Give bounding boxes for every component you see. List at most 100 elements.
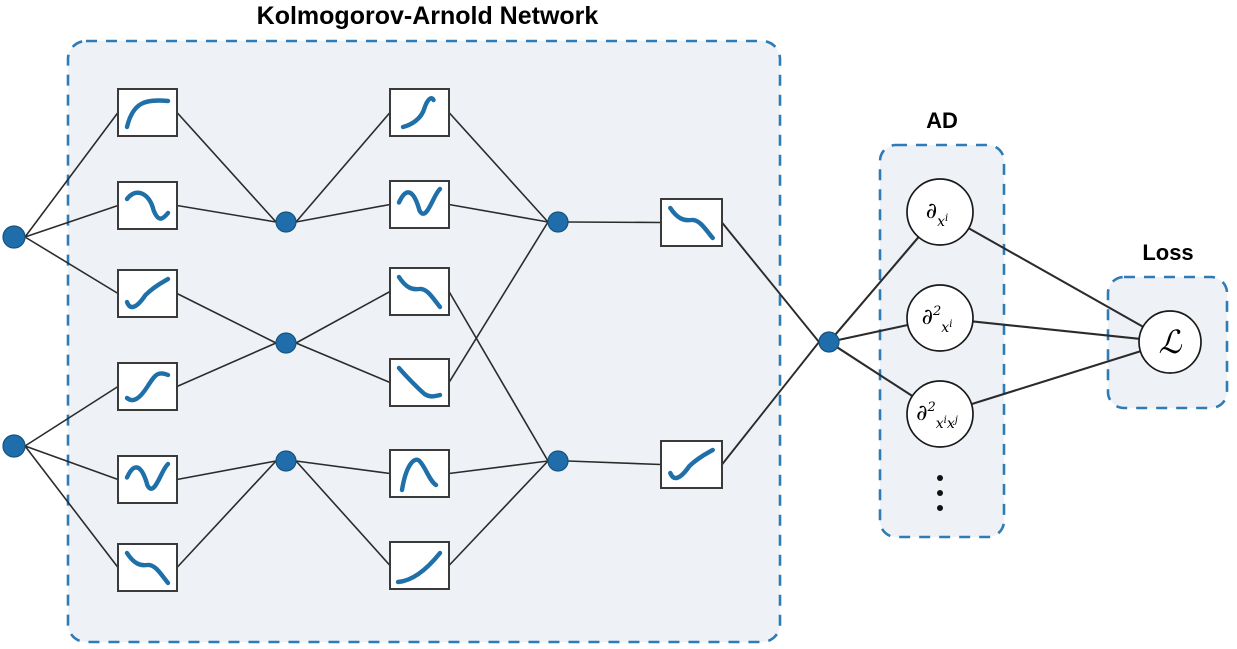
input-node-2[interactable] <box>2 434 26 458</box>
ad-vertical-ellipsis <box>937 475 943 511</box>
activation-box-c1-4 <box>117 362 178 411</box>
activation-curve-saturating-rise-icon <box>124 98 171 130</box>
edge-hidden2-to-output-activation-0 <box>567 221 662 224</box>
hidden2-node-1[interactable] <box>547 211 569 233</box>
activation-box-c1-2 <box>117 181 178 230</box>
activation-curve-wave-up-icon <box>124 461 171 491</box>
loss-node-circle[interactable] <box>1138 310 1202 374</box>
kan-panel-title: Kolmogorov-Arnold Network <box>256 2 599 30</box>
activation-box-c2-2 <box>389 180 450 229</box>
edge-input-to-activation-0 <box>24 112 119 238</box>
hidden1-node-3[interactable] <box>275 450 297 472</box>
ad-ellipsis-dot-0 <box>937 475 943 481</box>
activation-box-c1-2-frame <box>117 181 178 230</box>
ad-panel-title: AD <box>926 108 958 133</box>
activation-curve-wave-down-icon <box>396 274 443 310</box>
activation-box-c1-3 <box>117 269 178 318</box>
edge-activation-to-hidden2-5 <box>448 460 549 567</box>
edge-input-to-activation-1 <box>24 204 119 238</box>
edge-output-to-ad-0 <box>834 236 920 336</box>
kan-panel-box <box>66 39 782 644</box>
activation-box-c2-6 <box>389 541 450 590</box>
edge-activation-to-hidden1-3 <box>176 342 277 388</box>
activation-box-c2-3 <box>389 267 450 316</box>
activation-box-c3-1 <box>660 198 723 247</box>
activation-curve-convex-rise-icon <box>668 447 715 481</box>
edge-hidden1-to-activation-2 <box>295 290 391 344</box>
edge-output-to-ad-2 <box>836 346 913 397</box>
activation-box-c1-4-frame <box>117 362 178 411</box>
activation-box-c2-1-frame <box>389 88 450 137</box>
ad-node-first-derivative[interactable]: ∂xi <box>906 178 974 246</box>
ad-node-first-derivative-circle[interactable] <box>906 178 974 246</box>
activation-box-c1-1 <box>117 88 178 137</box>
activation-curve-convex-rise-icon <box>124 276 171 310</box>
edge-output-activation-to-output-1 <box>721 341 820 466</box>
ad-node-mixed-derivative-circle[interactable] <box>906 380 974 448</box>
ad-node-second-derivative[interactable]: ∂2xi <box>906 284 974 352</box>
activation-box-c2-5-frame <box>389 449 450 498</box>
edge-hidden1-to-activation-4 <box>295 460 391 475</box>
hidden1-node-1[interactable] <box>275 211 297 233</box>
edge-input-to-activation-2 <box>24 236 119 295</box>
edge-activation-to-hidden1-0 <box>176 111 277 223</box>
activation-curve-bump-icon <box>399 457 439 493</box>
edge-hidden1-to-activation-0 <box>295 111 391 223</box>
hidden2-node-2[interactable] <box>547 450 569 472</box>
activation-curve-wave-down-icon <box>124 550 171 586</box>
loss-node-label: ℒ <box>1158 323 1182 361</box>
activation-box-c2-2-curve-group <box>396 186 443 216</box>
activation-curve-wave-up-icon <box>396 186 443 216</box>
edge-activation-to-hidden2-3 <box>448 221 549 383</box>
hidden1-node-2[interactable] <box>275 332 297 354</box>
activation-box-c1-4-curve-group <box>124 371 171 403</box>
edge-activation-to-hidden1-4 <box>176 460 277 481</box>
ad-ellipsis-dot-1 <box>937 490 943 496</box>
panel-layer <box>66 39 1229 644</box>
edge-activation-to-hidden1-1 <box>176 204 277 223</box>
edge-hidden2-to-output-activation-1 <box>567 460 662 466</box>
ad-node-mixed-derivative[interactable]: ∂2xixj <box>906 380 974 448</box>
activation-box-c2-1 <box>389 88 450 137</box>
edge-activation-to-hidden2-2 <box>448 291 549 462</box>
activation-box-layer <box>117 88 723 592</box>
activation-box-c2-6-curve-group <box>395 550 443 585</box>
edge-ad-to-loss-2 <box>971 350 1141 406</box>
activation-box-c1-2-curve-group <box>124 190 171 221</box>
activation-box-c1-3-curve-group <box>124 276 171 310</box>
edge-input-to-activation-5 <box>24 445 119 568</box>
activation-curve-steep-rise-icon <box>400 96 436 130</box>
edge-hidden1-to-activation-3 <box>295 342 391 384</box>
activation-box-c2-4 <box>389 358 450 407</box>
edge-activation-to-hidden2-1 <box>448 203 549 223</box>
ad-ellipsis-dot-2 <box>937 505 943 511</box>
activation-curve-gentle-rise-icon <box>395 550 443 585</box>
edge-ad-to-loss-1 <box>972 320 1140 340</box>
activation-box-c3-1-curve-group <box>668 205 715 241</box>
output-node[interactable] <box>818 331 840 353</box>
activation-box-c3-2-curve-group <box>668 447 715 481</box>
activation-box-c2-3-curve-group <box>396 274 443 310</box>
activation-box-c1-5 <box>117 455 178 504</box>
input-node-1[interactable] <box>2 225 26 249</box>
edge-layer <box>24 111 1144 569</box>
activation-curve-sine-down-icon <box>124 190 171 221</box>
activation-curve-sigmoid-icon <box>124 371 171 403</box>
activation-box-c2-5 <box>389 449 450 498</box>
ad-layer: ∂xi ∂2xi ∂2xixj ℒ <box>906 178 1202 511</box>
ad-node-second-derivative-circle[interactable] <box>906 284 974 352</box>
activation-box-c2-4-curve-group <box>396 365 443 399</box>
edge-hidden1-to-activation-5 <box>295 460 391 567</box>
edge-input-to-activation-3 <box>24 385 119 447</box>
activation-curve-wave-down-icon <box>668 205 715 241</box>
edge-output-activation-to-output-0 <box>721 221 820 343</box>
activation-box-c1-6-curve-group <box>124 550 171 586</box>
activation-box-c1-1-curve-group <box>124 98 171 130</box>
activation-box-c1-5-curve-group <box>124 461 171 491</box>
edge-input-to-activation-4 <box>24 445 119 481</box>
edge-output-to-ad-1 <box>838 323 908 341</box>
loss-node[interactable]: ℒ <box>1138 310 1202 374</box>
edge-ad-to-loss-0 <box>968 227 1144 328</box>
